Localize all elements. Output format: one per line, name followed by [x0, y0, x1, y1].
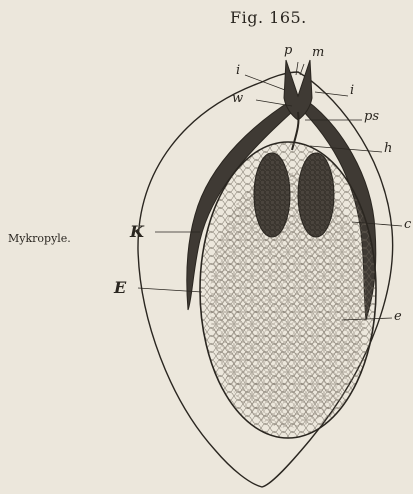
- leader-i-left: [245, 75, 285, 90]
- label-K: K: [130, 224, 144, 240]
- leader-i-right: [315, 92, 348, 96]
- label-w: w: [232, 92, 243, 105]
- label-c: c: [404, 218, 411, 231]
- label-e: e: [394, 310, 402, 323]
- leader-p: [296, 62, 298, 75]
- label-ps: ps: [364, 110, 379, 123]
- label-h: h: [384, 142, 392, 155]
- archegonium-left: [254, 153, 290, 237]
- label-i-right: i: [350, 84, 354, 97]
- label-i-left: i: [236, 64, 240, 77]
- archegonium-right: [298, 153, 334, 237]
- label-E: E: [114, 280, 126, 296]
- leader-m: [300, 64, 304, 75]
- label-m: m: [312, 46, 324, 59]
- label-p: p: [284, 44, 292, 57]
